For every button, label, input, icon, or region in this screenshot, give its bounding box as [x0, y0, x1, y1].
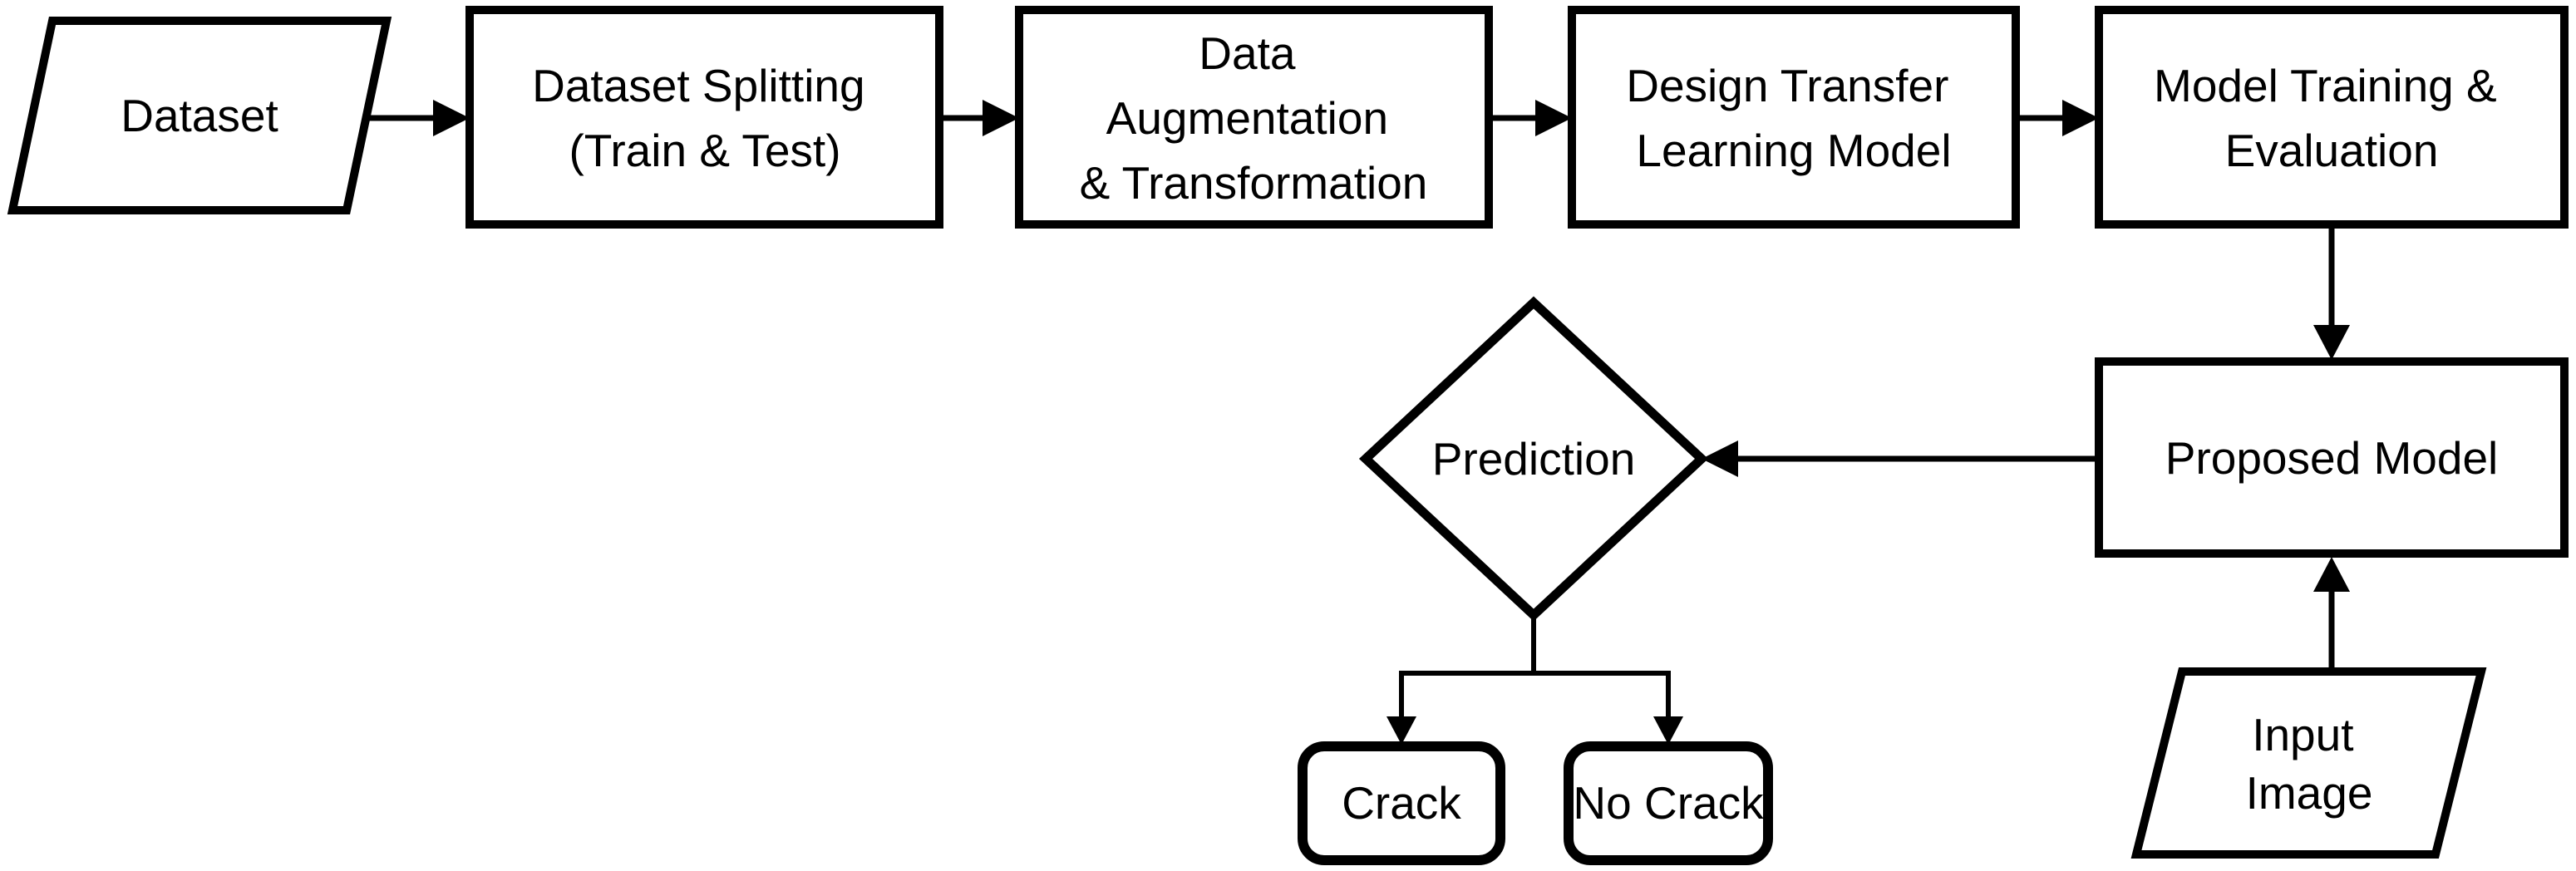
arrowhead-right [1535, 100, 1572, 136]
node-proposed-model: Proposed Model [2095, 357, 2569, 558]
edge-augmentation-to-design [1489, 100, 1572, 136]
arrowhead-left [1702, 440, 1738, 477]
arrowhead-right [983, 100, 1019, 136]
design-transfer-box-shape [1568, 6, 2020, 229]
arrowhead-up [2313, 557, 2350, 592]
design-transfer-label: Design Transfer Learning Model [1626, 60, 1962, 176]
node-input-image: Input Image [2130, 667, 2487, 859]
arrowhead-down-no-crack [1653, 716, 1683, 745]
node-design-transfer-learning: Design Transfer Learning Model [1568, 6, 2020, 229]
crack-label: Crack [1342, 777, 1461, 829]
node-crack: Crack [1298, 741, 1505, 865]
arrowhead-right [433, 100, 470, 136]
proposed-model-label: Proposed Model [2165, 432, 2499, 484]
dataset-parallelogram-shape [7, 17, 392, 214]
edge-training-to-proposed [2313, 224, 2350, 360]
edge-design-to-training [2016, 100, 2099, 136]
node-dataset-splitting: Dataset Splitting (Train & Test) [465, 6, 943, 229]
dataset-label: Dataset [121, 90, 278, 141]
edge-proposed-to-prediction [1702, 440, 2099, 477]
proposed-model-box-shape [2095, 357, 2569, 558]
input-image-label: Input Image [2246, 709, 2373, 819]
model-training-box-shape [2095, 6, 2569, 229]
data-augmentation-box-shape [1015, 6, 1493, 229]
edge-input-image-to-proposed [2313, 557, 2350, 672]
input-image-parallelogram-shape [2130, 667, 2487, 859]
dataset-splitting-box-shape [465, 6, 943, 229]
node-no-crack: No Crack [1564, 741, 1773, 865]
no-crack-terminal-shape [1564, 741, 1773, 865]
data-augmentation-label: Data Augmentation & Transformation [1080, 27, 1428, 209]
node-prediction-decision: Prediction [1358, 296, 1709, 622]
arrowhead-down [2313, 325, 2350, 360]
no-crack-label: No Crack [1573, 777, 1764, 829]
crack-terminal-shape [1298, 741, 1505, 865]
edge-dataset-to-splitting [366, 100, 470, 136]
node-model-training-evaluation: Model Training & Evaluation [2095, 6, 2569, 229]
prediction-label: Prediction [1432, 433, 1636, 485]
edge-prediction-split [1387, 615, 1683, 745]
edge-splitting-to-augmentation [939, 100, 1019, 136]
node-data-augmentation: Data Augmentation & Transformation [1015, 6, 1493, 229]
dataset-splitting-label: Dataset Splitting (Train & Test) [532, 60, 878, 176]
node-dataset: Dataset [7, 17, 392, 214]
arrowhead-right [2062, 100, 2099, 136]
model-training-label: Model Training & Evaluation [2154, 60, 2510, 176]
arrowhead-down-crack [1387, 716, 1416, 745]
